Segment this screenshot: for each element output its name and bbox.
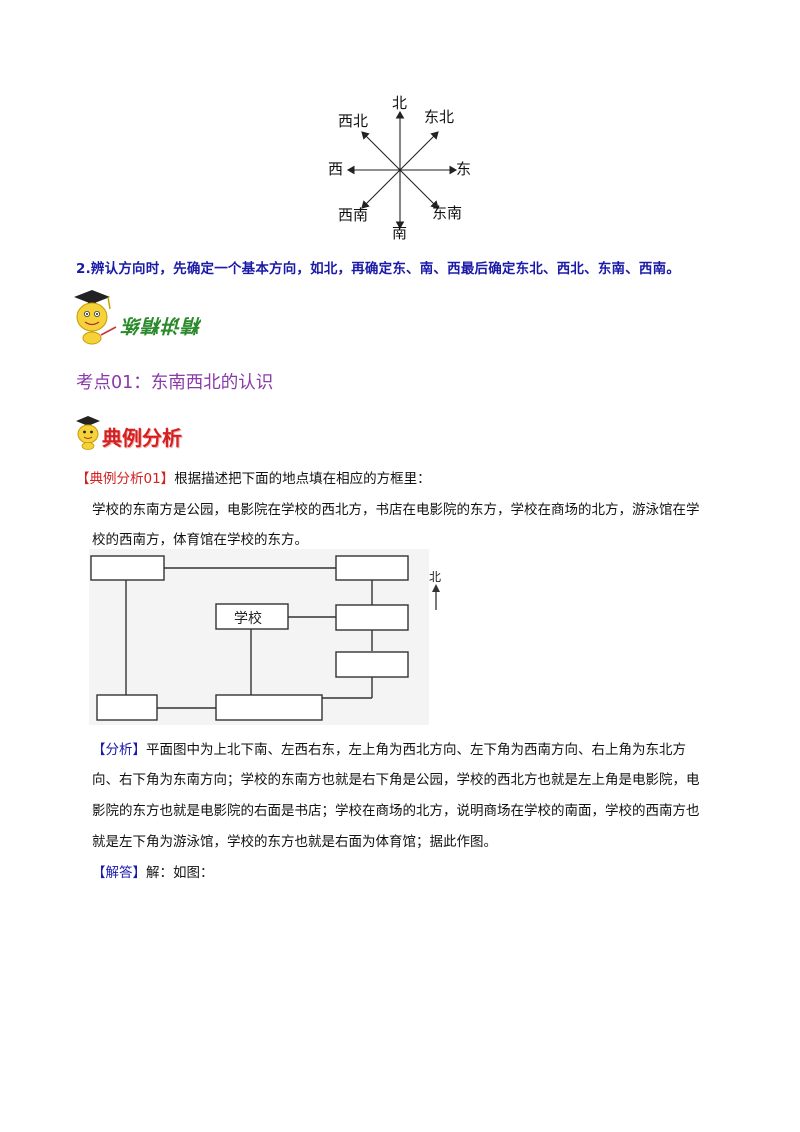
compass-west-label: 西 [328,160,344,178]
example-prompt: 根据描述把下面的地点填在相应的方框里： [174,471,431,487]
example-mascot-icon [76,416,100,450]
compass-southwest-label: 西南 [338,206,369,224]
map-lines [89,549,440,725]
compass-east-label: 东 [456,160,472,178]
map-box-top-left [90,555,165,581]
analysis-line-2: 向、右下角为东南方向；学校的东南方也就是右下角是公园，学校的西北方也就是左上角是… [92,772,700,788]
example-heading: 【典例分析01】根据描述把下面的地点填在相应的方框里： [76,467,431,487]
lecture-banner: 精讲精练 [70,287,240,347]
compass-north-label: 北 [392,94,408,112]
compass-southeast-label: 东南 [432,204,463,222]
answer-text: 解：如图： [146,865,214,881]
answer-line: 【解答】解：如图： [92,861,214,881]
tip-text: 2.辨认方向时，先确定一个基本方向，如北，再确定东、南、西最后确定东北、西北、东… [76,261,681,277]
analysis-text-1: 平面图中为上北下南、左西右东，左上角为西北方向、左下角为西南方向、右上角为东北方 [146,742,686,758]
example-banner-text: 典例分析 [102,426,182,450]
example-body-line-2: 校的西南方，体育馆在学校的东方。 [92,532,308,548]
map-box-lower-right [335,651,409,678]
example-banner: 典例分析 [74,414,214,450]
map-school-label: 学校 [234,611,262,627]
compass-diagram: 北 东北 东 东南 南 西南 西 西北 [320,90,480,250]
compass-south-label: 南 [392,224,408,242]
example-body-line-1: 学校的东南方是公园，电影院在学校的西北方，书店在电影院的东方，学校在商场的北方，… [92,502,700,518]
mascot-icon [74,290,117,345]
answer-tag: 【解答】 [92,865,146,881]
lecture-banner-text: 精讲精练 [122,314,203,336]
map-box-mid-right [335,604,409,631]
compass-northwest-label: 西北 [338,112,369,130]
map-box-bottom-center [215,694,323,721]
analysis-line-4: 就是左下角为游泳馆，学校的东方也就是右面为体育馆；据此作图。 [92,834,497,850]
map-box-top-right [335,555,409,581]
compass-arrows [346,110,458,230]
example-tag: 【典例分析01】 [76,471,175,487]
compass-northeast-label: 东北 [424,108,455,126]
section-title: 考点01：东南西北的认识 [76,373,274,393]
map-box-bottom-left [96,694,158,721]
analysis-line-1: 【分析】平面图中为上北下南、左西右东，左上角为西北方向、左下角为西南方向、右上角… [92,738,686,758]
analysis-line-3: 影院的东方也就是电影院的右面是书店；学校在商场的北方，说明商场在学校的南面，学校… [92,803,700,819]
analysis-tag: 【分析】 [92,742,146,758]
map-north-label: 北 [429,570,442,584]
map-box-school [215,603,289,630]
map-diagram: 学校 北 [88,548,458,728]
